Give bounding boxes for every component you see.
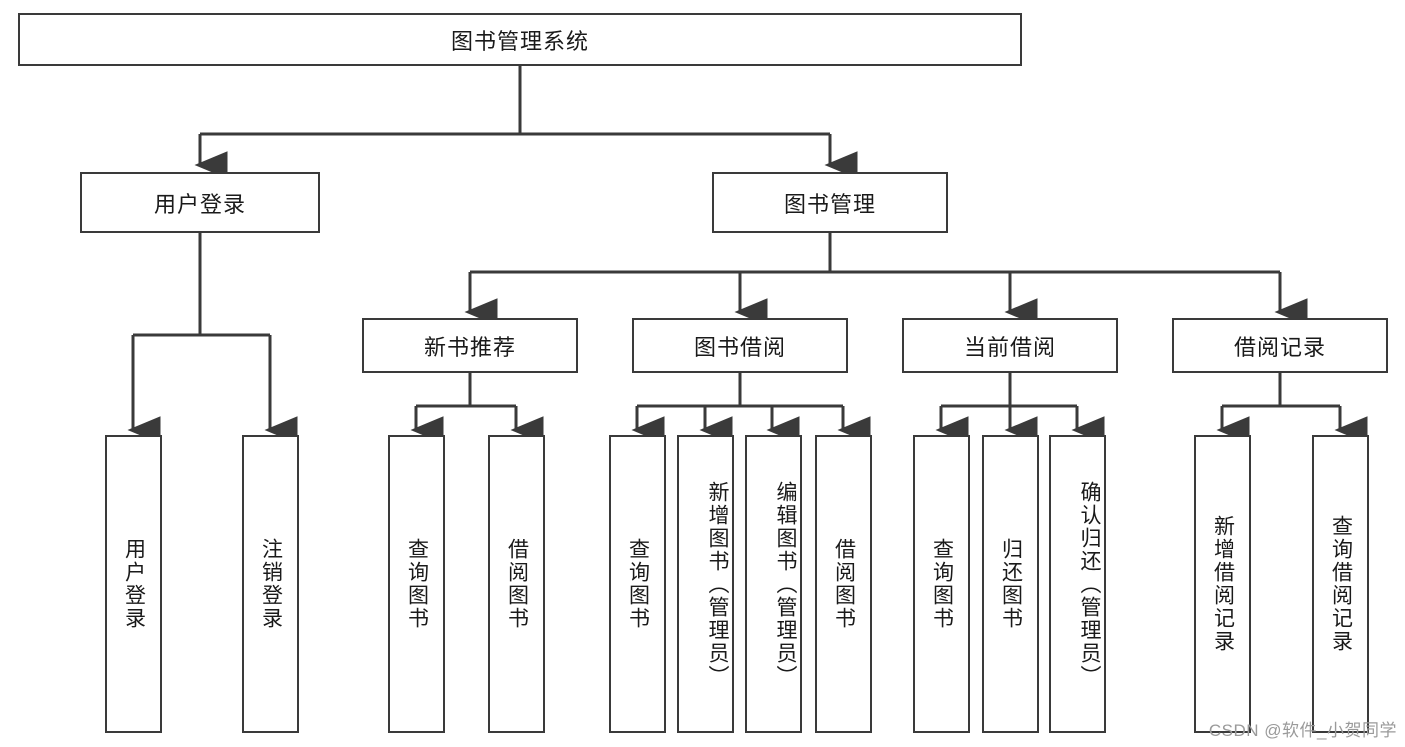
leaf-user-login[interactable]: 用户登录	[105, 435, 162, 733]
leaf-return-book[interactable]: 归还图书	[982, 435, 1039, 733]
leaf-borrow-book-new[interactable]: 借阅图书	[488, 435, 545, 733]
node-label: 确认归还（管理员）	[1078, 480, 1101, 688]
node-label: 当前借阅	[963, 334, 1056, 360]
node-label: 借阅图书	[505, 538, 529, 630]
node-label: 归还图书	[999, 538, 1023, 630]
node-label: 借阅记录	[1233, 334, 1326, 360]
watermark: CSDN @软件_小贺同学	[1208, 721, 1397, 740]
node-label: 编辑图书（管理员）	[774, 480, 797, 688]
node-label: 新增图书（管理员）	[706, 480, 729, 688]
node-label: 新增借阅记录	[1211, 515, 1235, 653]
node-label: 用户登录	[153, 191, 246, 217]
node-label: 查询图书	[405, 538, 429, 630]
node-label: 借阅图书	[832, 538, 856, 630]
node-root-system[interactable]: 图书管理系统	[18, 13, 1022, 66]
node-label: 查询借阅记录	[1329, 515, 1353, 653]
leaf-query-book-borrow[interactable]: 查询图书	[609, 435, 666, 733]
node-label: 图书管理系统	[450, 28, 589, 54]
node-label: 注销登录	[259, 538, 283, 630]
node-user-login[interactable]: 用户登录	[80, 172, 320, 233]
leaf-confirm-return-admin[interactable]: 确认归还（管理员）	[1049, 435, 1106, 733]
node-book-management[interactable]: 图书管理	[712, 172, 948, 233]
node-borrow-record[interactable]: 借阅记录	[1172, 318, 1388, 373]
node-label: 图书借阅	[693, 334, 786, 360]
leaf-query-borrow-record[interactable]: 查询借阅记录	[1312, 435, 1369, 733]
leaf-user-logout[interactable]: 注销登录	[242, 435, 299, 733]
leaf-edit-book-admin[interactable]: 编辑图书（管理员）	[745, 435, 802, 733]
leaf-query-book-new[interactable]: 查询图书	[388, 435, 445, 733]
node-new-book-recommend[interactable]: 新书推荐	[362, 318, 578, 373]
leaf-add-borrow-record[interactable]: 新增借阅记录	[1194, 435, 1251, 733]
node-label: 图书管理	[783, 191, 876, 217]
leaf-borrow-book[interactable]: 借阅图书	[815, 435, 872, 733]
node-label: 用户登录	[122, 538, 146, 630]
leaf-query-book-current[interactable]: 查询图书	[913, 435, 970, 733]
node-current-borrow[interactable]: 当前借阅	[902, 318, 1118, 373]
node-label: 查询图书	[626, 538, 650, 630]
node-book-borrow[interactable]: 图书借阅	[632, 318, 848, 373]
node-label: 新书推荐	[423, 334, 516, 360]
node-label: 查询图书	[930, 538, 954, 630]
leaf-add-book-admin[interactable]: 新增图书（管理员）	[677, 435, 734, 733]
